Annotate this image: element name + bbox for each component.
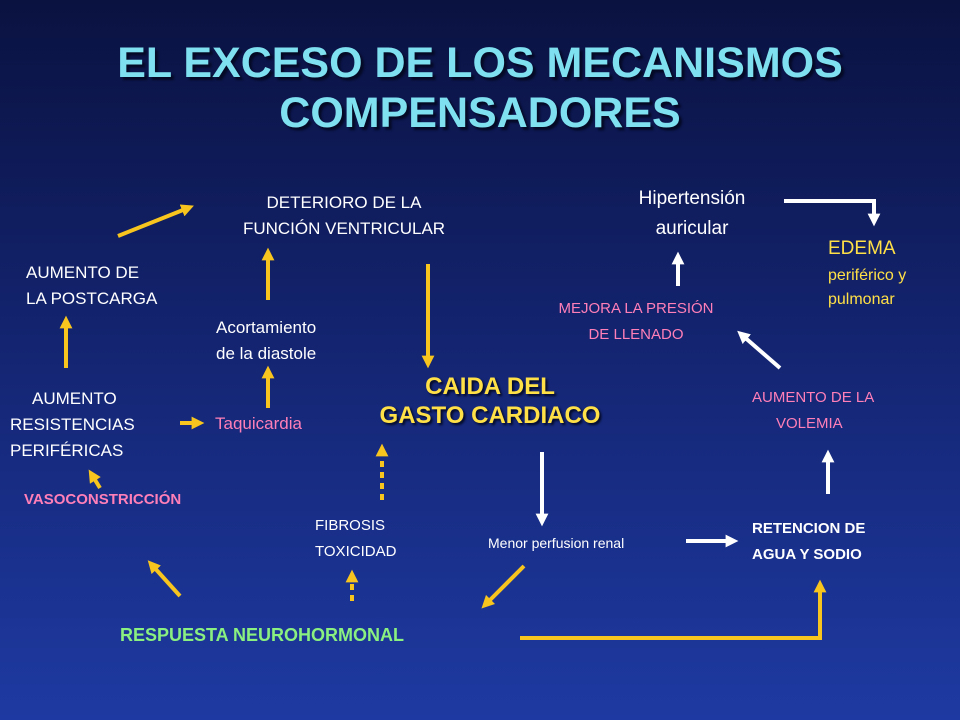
node-acortamiento-line-1: Acortamiento [216,318,317,337]
node-resistencias: AUMENTO RESISTENCIAS PERIFÉRICAS [10,386,135,464]
node-mejora-line-2: DE LLENADO [588,326,684,343]
node-vasoconstriccion: VASOCONSTRICCIÓN [24,491,182,508]
node-retencion-line-1: RETENCION DE [752,520,866,537]
node-fibrosis: FIBROSIS TOXICIDAD [315,513,396,565]
node-edema-line-2: periférico y [828,267,907,284]
node-deterioro: DETERIORO DE LA FUNCIÓN VENTRICULAR [214,190,474,242]
node-edema: EDEMA periférico y pulmonar [828,234,906,312]
node-hipertension: Hipertensión auricular [602,184,782,244]
node-edema-line-1: EDEMA [828,238,896,259]
slide-title: EL EXCESO DE LOS MECANISMOS COMPENSADORE… [0,38,960,138]
node-menor-perfusion: Menor perfusion renal [488,535,625,551]
arrow-respuesta-to-retencion [520,579,827,640]
node-fibrosis-line-1: FIBROSIS [315,517,386,534]
arrow-postcarga-to-deterioro [117,204,194,238]
node-fibrosis-line-2: TOXICIDAD [315,543,397,560]
node-caida-line-2: GASTO CARDIACO [379,402,601,429]
node-postcarga-line-2: LA POSTCARGA [26,289,158,308]
node-respuesta-neurohormonal: RESPUESTA NEUROHORMONAL [120,625,405,645]
arrow-volemia-to-mejora [737,330,782,370]
node-edema-line-3: pulmonar [828,291,895,308]
node-deterioro-line-2: FUNCIÓN VENTRICULAR [242,219,446,238]
node-hipertension-line-1: Hipertensión [638,188,746,209]
node-resistencias-line-2: RESISTENCIAS [10,415,135,434]
node-taquicardia: Taquicardia [215,414,302,433]
node-volemia: AUMENTO DE LA VOLEMIA [752,385,874,437]
node-volemia-line-2: VOLEMIA [776,415,843,432]
node-resistencias-line-1: AUMENTO [32,389,117,408]
node-acortamiento-line-2: de la diastole [216,344,317,363]
title-line-2: COMPENSADORES [279,89,681,137]
node-retencion: RETENCION DE AGUA Y SODIO [752,516,865,568]
node-resistencias-line-3: PERIFÉRICAS [10,441,124,460]
node-postcarga: AUMENTO DE LA POSTCARGA [26,260,157,312]
node-caida-gasto-cardiaco: CAIDA DEL GASTO CARDIACO [340,372,640,430]
node-hipertension-line-2: auricular [655,218,729,239]
node-mejora-presion: MEJORA LA PRESIÓN DE LLENADO [516,296,756,348]
node-mejora-line-1: MEJORA LA PRESIÓN [558,300,714,317]
title-line-1: EL EXCESO DE LOS MECANISMOS [117,39,843,87]
arrow-respuesta-to-vasoconstriccion [147,560,182,598]
node-volemia-line-1: AUMENTO DE LA [752,389,875,406]
node-deterioro-line-1: DETERIORO DE LA [266,193,422,212]
node-caida-line-1: CAIDA DEL [425,373,555,400]
arrow-menor-to-respuesta [481,564,526,609]
node-postcarga-line-1: AUMENTO DE [26,263,140,282]
node-retencion-line-2: AGUA Y SODIO [752,546,862,563]
node-acortamiento: Acortamiento de la diastole [216,315,316,367]
arrow-vasoconstriccion-to-resistencias [88,469,102,490]
arrow-hipertension-to-edema [784,199,881,227]
